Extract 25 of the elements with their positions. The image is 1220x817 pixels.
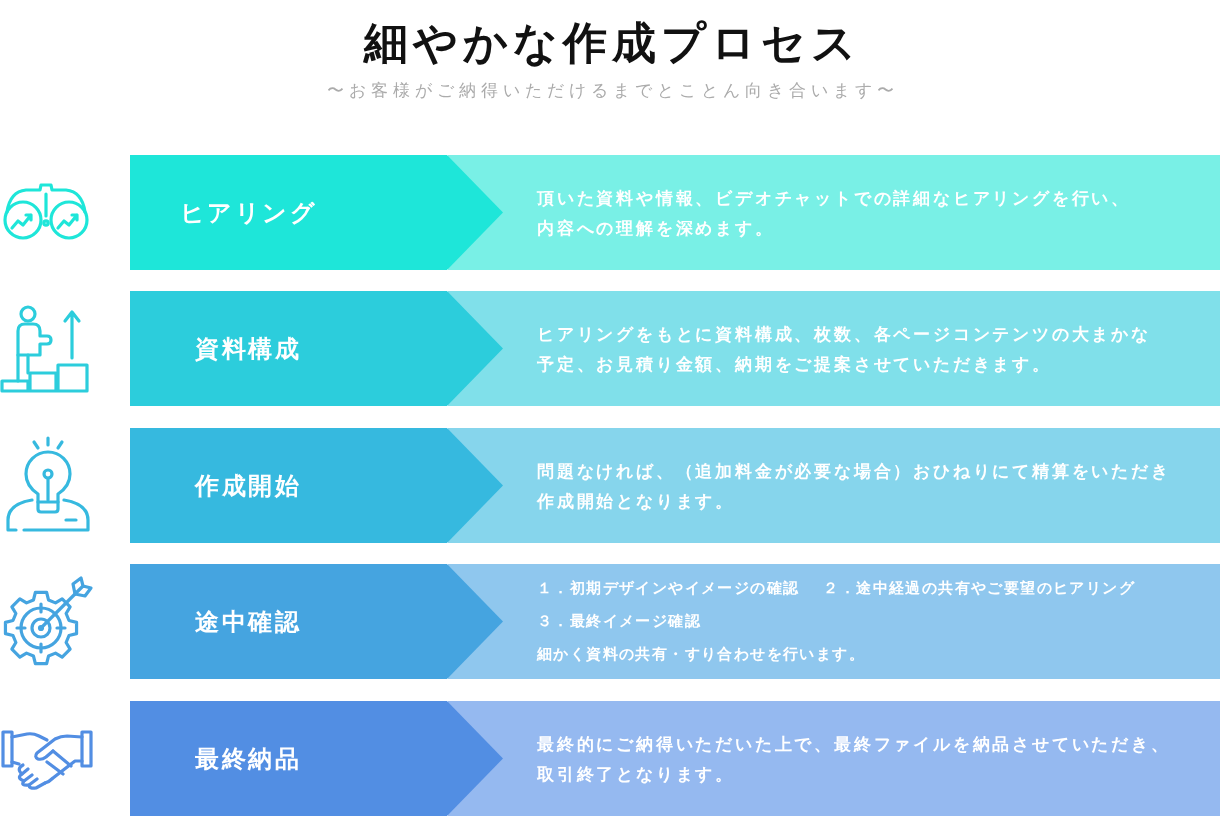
description-panel: [448, 155, 1220, 270]
description-panel: [448, 291, 1220, 406]
step-banner: [130, 291, 503, 406]
step-banner: [130, 701, 503, 816]
step-title: 資料構成: [194, 333, 302, 365]
subtitle: 〜お客様がご納得いただけるまでとことん向き合います〜: [325, 79, 899, 101]
step-description: 問題なければ、（追加料金が必要な場合）おひねりにて精算をいただき作成開始となります。: [537, 459, 1172, 513]
step-description: ３．最終イメージ確認: [537, 611, 701, 632]
description-panel: [448, 564, 1220, 679]
diagram-title: 細やかな作成プロセス: [362, 16, 861, 70]
step-description: １．初期デザインやイメージの確認: [537, 578, 800, 599]
step-title: 最終納品: [194, 743, 302, 775]
step-title: ヒアリング: [178, 197, 317, 229]
description-panel: [448, 701, 1220, 816]
step-description: ２．途中経過の共有やご要望のヒアリング: [823, 578, 1135, 599]
step-title: 途中確認: [194, 606, 302, 638]
step-title: 作成開始: [193, 470, 302, 502]
step-description: 最終的にご納得いただいた上で、最終ファイルを納品させていただき、取引終了となります。: [537, 732, 1172, 786]
step-banner: [130, 155, 503, 270]
step-banner: [130, 428, 503, 543]
description-panel: [448, 428, 1220, 543]
step-banner: [130, 564, 503, 679]
step-description: 頂いた資料や情報、ビデオチャットでの詳細なヒアリングを行い、内容への理解を深めます。: [537, 186, 1132, 240]
step-description: 細かく資料の共有・すり合わせを行います。: [537, 644, 865, 665]
step-description: ヒアリングをもとに資料構成、枚数、各ページコンテンツの大まかな予定、お見積り金額、納期をご提案させていただきます。: [537, 322, 1152, 376]
